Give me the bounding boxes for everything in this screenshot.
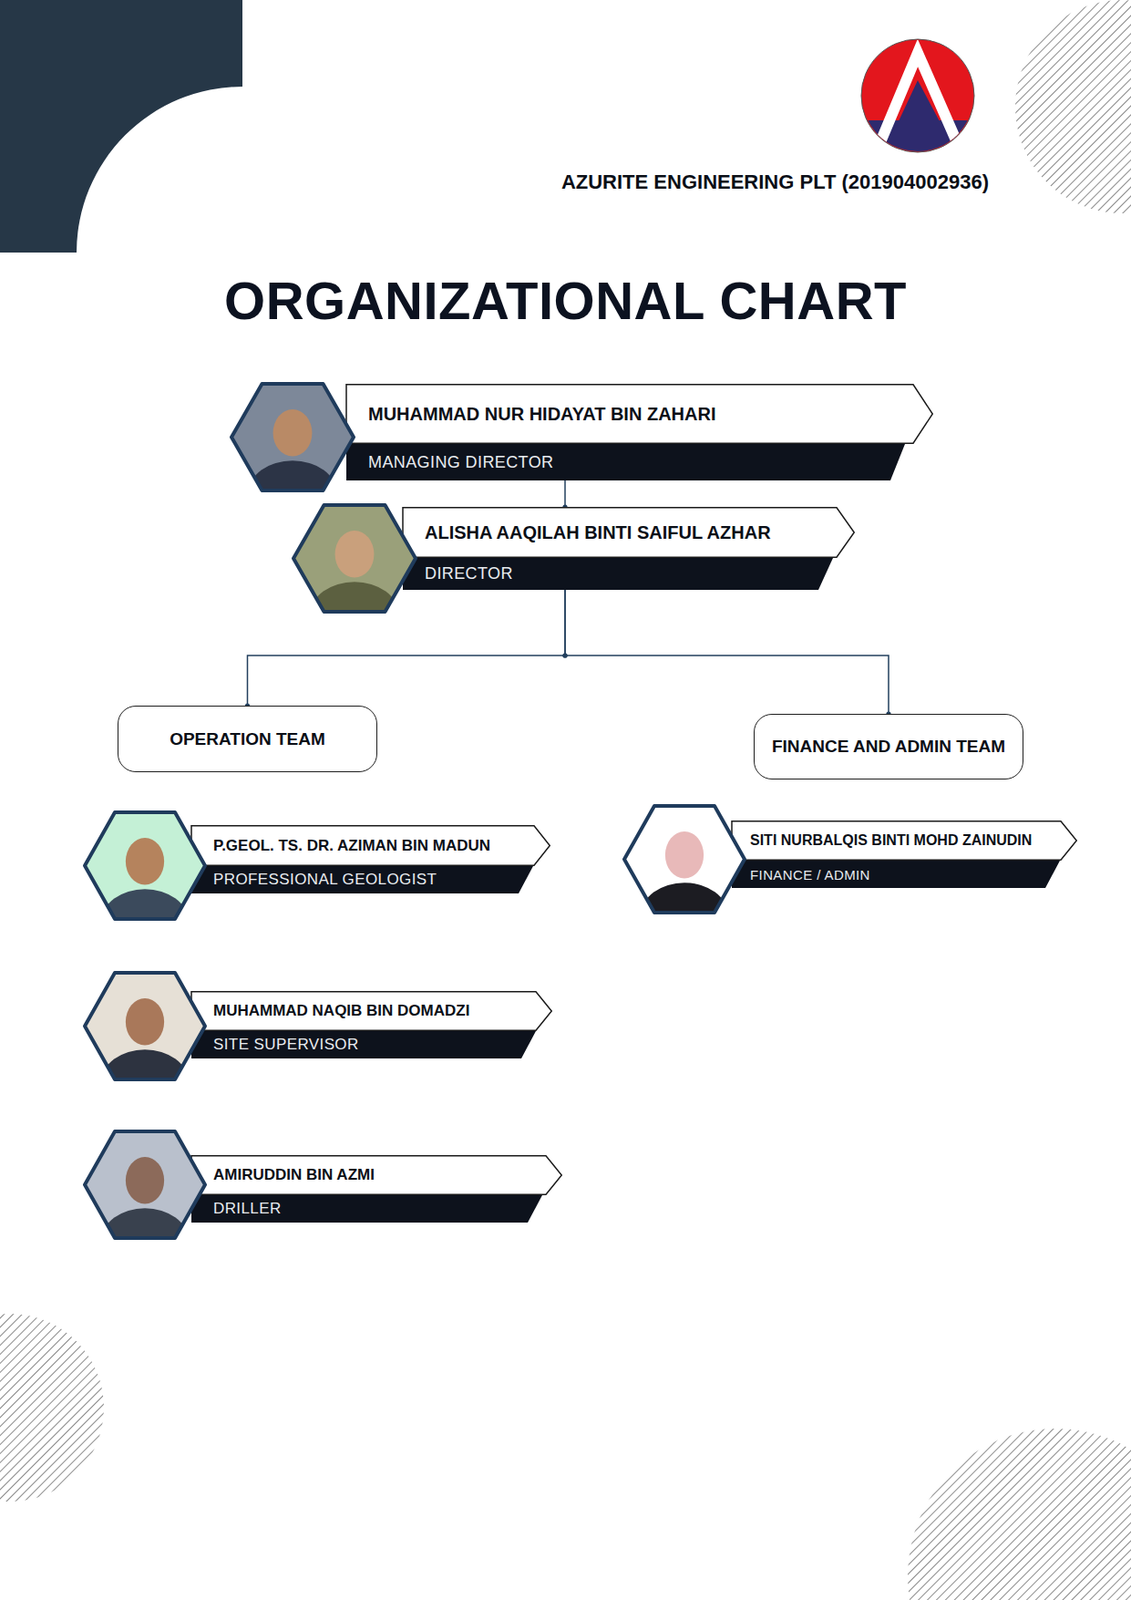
team-name: FINANCE AND ADMIN TEAM bbox=[771, 736, 1006, 757]
name-banner bbox=[191, 991, 552, 1031]
role-bar bbox=[731, 860, 1060, 888]
portrait-head bbox=[335, 530, 375, 577]
corner-panel bbox=[0, 0, 243, 253]
team-box: OPERATION TEAM bbox=[117, 705, 378, 772]
portrait-head bbox=[125, 1156, 165, 1203]
hatched-circle bbox=[1015, 0, 1131, 214]
company-logo bbox=[856, 39, 985, 166]
connector bbox=[565, 589, 889, 714]
hatched-circle bbox=[907, 1428, 1131, 1600]
photo-hexagon bbox=[620, 801, 749, 916]
photo-frame bbox=[293, 504, 416, 612]
person-name: MUHAMMAD NUR HIDAYAT BIN ZAHARI bbox=[346, 383, 720, 444]
team-box: FINANCE AND ADMIN TEAM bbox=[753, 713, 1024, 780]
photo-hexagon bbox=[289, 501, 420, 616]
photo-hexagon bbox=[227, 380, 358, 494]
portrait-head bbox=[665, 831, 704, 878]
name-banner bbox=[402, 507, 854, 558]
person-card: MUHAMMAD NAQIB BIN DOMADZISITE SUPERVISO… bbox=[191, 990, 553, 1059]
portrait-head bbox=[125, 837, 165, 885]
person-name: ALISHA AAQILAH BINTI SAIFUL AZHAR bbox=[402, 506, 775, 558]
photo-hexagon bbox=[81, 968, 209, 1083]
connector bbox=[247, 589, 566, 706]
name-banner bbox=[346, 384, 933, 444]
person-role: DRILLER bbox=[191, 1194, 286, 1223]
team-name: OPERATION TEAM bbox=[169, 729, 326, 750]
photo-frame bbox=[231, 383, 354, 491]
name-banner bbox=[191, 1155, 562, 1195]
person-card: SITI NURBALQIS BINTI MOHD ZAINUDINFINANC… bbox=[731, 820, 1078, 888]
role-bar bbox=[191, 1030, 536, 1059]
person-name: SITI NURBALQIS BINTI MOHD ZAINUDIN bbox=[731, 820, 1036, 861]
role-bar bbox=[191, 1194, 543, 1223]
chart-title: ORGANIZATIONAL CHART bbox=[0, 269, 1131, 331]
person-role: DIRECTOR bbox=[402, 557, 517, 590]
name-banner bbox=[191, 825, 550, 866]
logo-disc bbox=[861, 39, 975, 153]
label-wrap: AZURITE ENGINEERING PLT (201904002936) bbox=[561, 170, 989, 195]
role-bar bbox=[191, 865, 534, 894]
portrait-head bbox=[125, 997, 165, 1045]
photo-frame bbox=[624, 805, 745, 913]
role-bar bbox=[402, 557, 833, 590]
photo-hexagon bbox=[81, 1127, 209, 1242]
person-role: PROFESSIONAL GEOLOGIST bbox=[191, 865, 441, 894]
person-role: SITE SUPERVISOR bbox=[191, 1030, 363, 1059]
person-name: P.GEOL. TS. DR. AZIMAN BIN MADUN bbox=[191, 824, 494, 866]
person-role: MANAGING DIRECTOR bbox=[346, 443, 557, 481]
connector-dot bbox=[562, 652, 567, 658]
connector-dot bbox=[562, 652, 567, 658]
photo-frame bbox=[84, 812, 206, 919]
connector bbox=[564, 480, 566, 507]
company-name: AZURITE ENGINEERING PLT (201904002936) bbox=[561, 170, 989, 195]
photo-frame bbox=[84, 1131, 206, 1238]
person-role: FINANCE / ADMIN bbox=[731, 860, 874, 888]
person-card: AMIRUDDIN BIN AZMIDRILLER bbox=[191, 1154, 563, 1223]
portrait-head bbox=[273, 409, 313, 456]
name-banner bbox=[731, 821, 1077, 861]
person-name: AMIRUDDIN BIN AZMI bbox=[191, 1154, 379, 1195]
person-card: P.GEOL. TS. DR. AZIMAN BIN MADUNPROFESSI… bbox=[191, 824, 551, 894]
role-bar bbox=[346, 443, 905, 481]
person-name: MUHAMMAD NAQIB BIN DOMADZI bbox=[191, 990, 473, 1031]
photo-hexagon bbox=[81, 808, 209, 923]
person-card: MUHAMMAD NUR HIDAYAT BIN ZAHARIMANAGING … bbox=[346, 383, 934, 481]
title-wrap: ORGANIZATIONAL CHART bbox=[0, 269, 1131, 331]
photo-frame bbox=[84, 972, 206, 1080]
person-card: ALISHA AAQILAH BINTI SAIFUL AZHARDIRECTO… bbox=[402, 506, 855, 590]
hatched-circle bbox=[0, 1313, 104, 1502]
logo-letter-shape bbox=[880, 52, 957, 143]
